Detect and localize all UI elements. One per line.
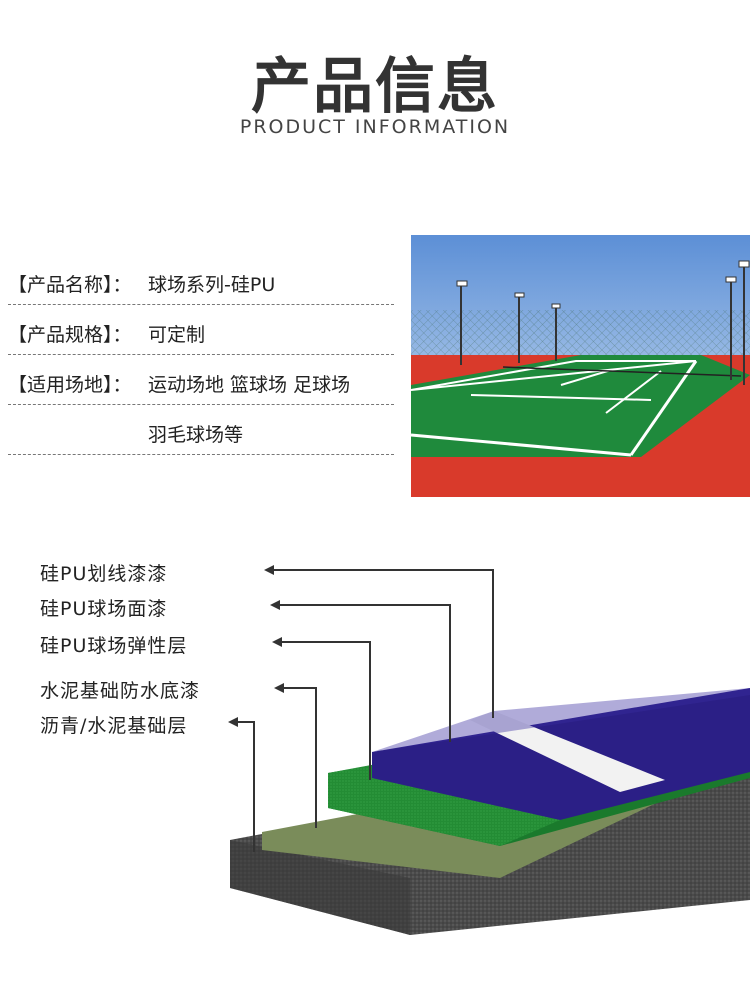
- page-title: 产品信息: [251, 52, 499, 122]
- layer-label-top-coat: 硅PU球场面漆: [40, 598, 168, 620]
- spec-value: 球场系列-硅PU: [148, 274, 276, 296]
- spec-row-venue-cont: 羽毛球场等: [8, 414, 394, 455]
- spec-row-size: 【产品规格】： 可定制: [8, 314, 394, 355]
- spec-value: 羽毛球场等: [148, 424, 244, 446]
- spec-value: 可定制: [148, 324, 206, 346]
- court-photo: [411, 235, 750, 497]
- spec-value: 运动场地 篮球场 足球场: [148, 374, 351, 396]
- layer-label-base: 沥青/水泥基础层: [40, 715, 188, 737]
- spec-row-name: 【产品名称】： 球场系列-硅PU: [8, 264, 394, 305]
- spec-label: 【产品规格】：: [8, 324, 132, 346]
- layer-diagram: [228, 565, 750, 935]
- layer-label-elastic: 硅PU球场弹性层: [40, 635, 188, 657]
- spec-label: 【适用场地】：: [8, 374, 132, 396]
- spec-row-venue: 【适用场地】： 运动场地 篮球场 足球场: [8, 364, 394, 405]
- layer-label-line-paint: 硅PU划线漆漆: [40, 563, 168, 585]
- page-subtitle: PRODUCT INFORMATION: [239, 116, 511, 138]
- top-coat-layer: [372, 688, 750, 820]
- layer-label-primer: 水泥基础防水底漆: [40, 680, 201, 702]
- spec-label: 【产品名称】：: [8, 274, 132, 296]
